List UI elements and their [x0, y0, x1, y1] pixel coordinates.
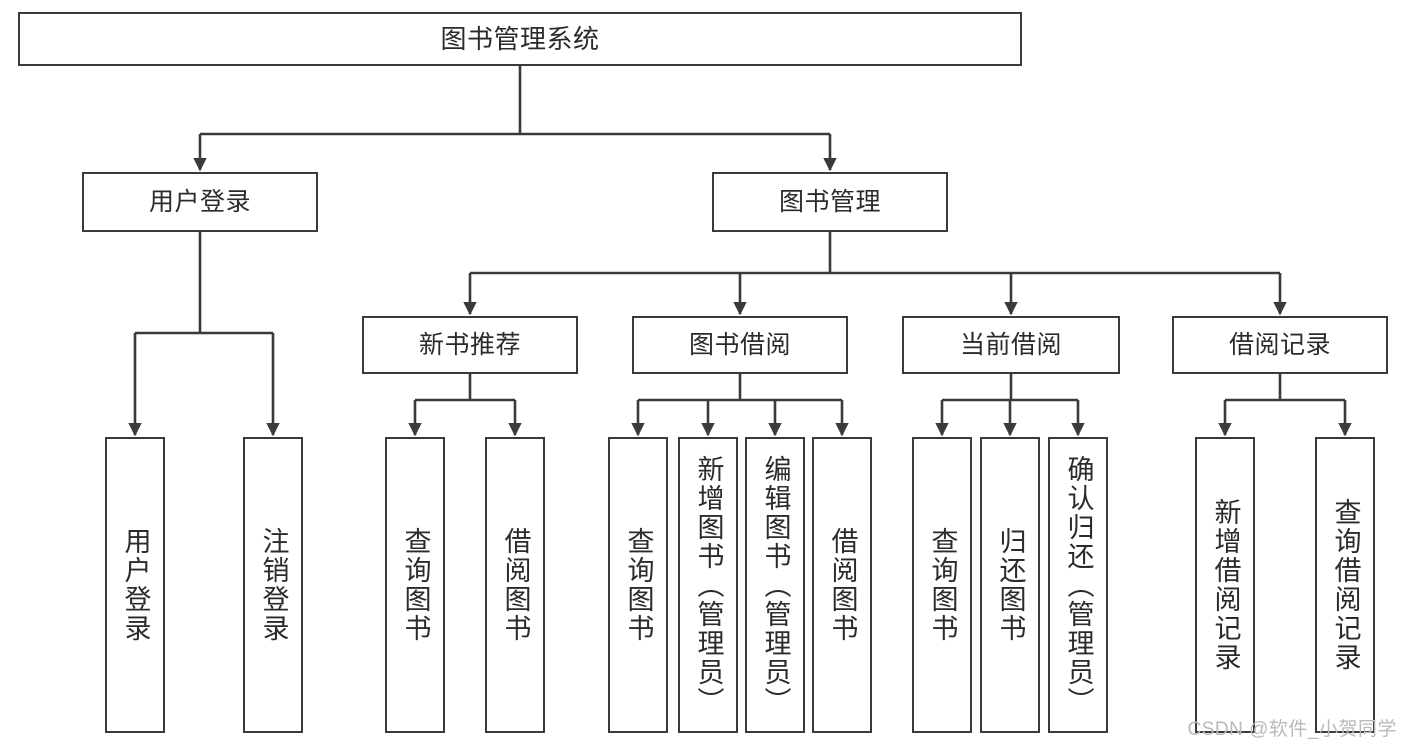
node-leaf-bo-add[interactable]: 新增图书（管理员）: [678, 437, 738, 733]
node-label: 图书管理: [778, 187, 881, 216]
node-label: 确认归还（管理员）: [1063, 454, 1094, 716]
node-label: 图书管理系统: [440, 23, 600, 54]
node-leaf-user-logout[interactable]: 注销登录: [243, 437, 303, 733]
node-borrow[interactable]: 图书借阅: [632, 316, 848, 374]
node-login[interactable]: 用户登录: [82, 172, 318, 232]
node-label: 借阅记录: [1228, 330, 1331, 359]
node-label: 借阅图书: [500, 527, 531, 643]
node-leaf-user-login[interactable]: 用户登录: [105, 437, 165, 733]
node-current[interactable]: 当前借阅: [902, 316, 1120, 374]
node-label: 用户登录: [148, 187, 251, 216]
node-label: 当前借阅: [959, 330, 1062, 359]
node-label: 用户登录: [120, 527, 151, 643]
node-leaf-nb-query[interactable]: 查询图书: [385, 437, 445, 733]
node-label: 新增图书（管理员）: [693, 454, 724, 716]
node-root[interactable]: 图书管理系统: [18, 12, 1022, 66]
node-label: 新增借阅记录: [1210, 498, 1241, 672]
node-label: 注销登录: [258, 527, 289, 643]
node-label: 查询借阅记录: [1330, 498, 1361, 672]
node-newbook[interactable]: 新书推荐: [362, 316, 578, 374]
node-leaf-nb-borrow[interactable]: 借阅图书: [485, 437, 545, 733]
node-label: 查询图书: [400, 527, 431, 643]
node-label: 归还图书: [995, 527, 1026, 643]
node-leaf-rc-add[interactable]: 新增借阅记录: [1195, 437, 1255, 733]
node-label: 查询图书: [623, 527, 654, 643]
node-records[interactable]: 借阅记录: [1172, 316, 1388, 374]
node-label: 新书推荐: [418, 330, 521, 359]
node-label: 借阅图书: [827, 527, 858, 643]
node-leaf-bo-query[interactable]: 查询图书: [608, 437, 668, 733]
node-leaf-rc-query[interactable]: 查询借阅记录: [1315, 437, 1375, 733]
node-leaf-cu-query[interactable]: 查询图书: [912, 437, 972, 733]
node-leaf-cu-confirm[interactable]: 确认归还（管理员）: [1048, 437, 1108, 733]
node-label: 编辑图书（管理员）: [760, 454, 791, 716]
node-leaf-bo-edit[interactable]: 编辑图书（管理员）: [745, 437, 805, 733]
node-label: 查询图书: [927, 527, 958, 643]
node-leaf-bo-borrow[interactable]: 借阅图书: [812, 437, 872, 733]
watermark: CSDN @软件_小贺同学: [1187, 719, 1397, 740]
node-bookmgmt[interactable]: 图书管理: [712, 172, 948, 232]
node-leaf-cu-return[interactable]: 归还图书: [980, 437, 1040, 733]
node-label: 图书借阅: [688, 330, 791, 359]
